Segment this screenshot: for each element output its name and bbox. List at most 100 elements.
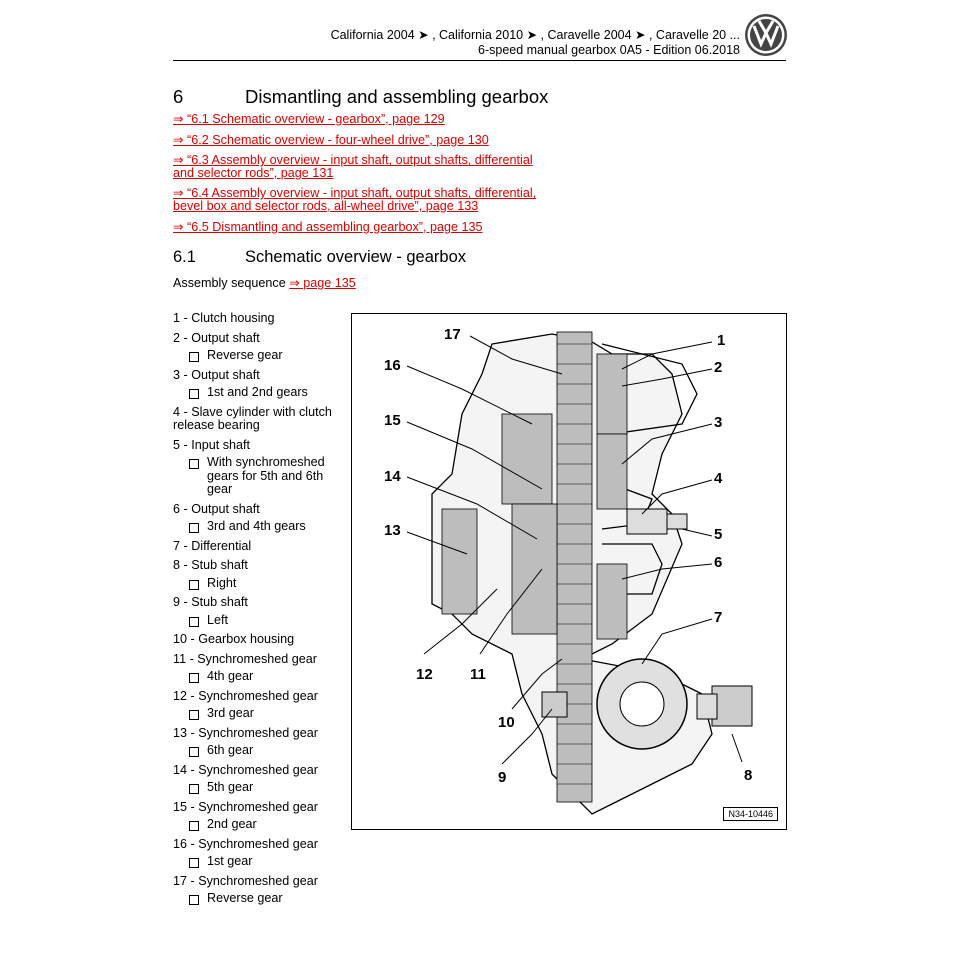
legend-item: 4 - Slave cylinder with clutch release b… xyxy=(173,404,343,433)
figure-callout: 4 xyxy=(714,470,723,487)
link-assembly-overview[interactable]: ⇒ “6.3 Assembly overview - input shaft, … xyxy=(173,153,533,180)
legend-subitem-text: 3rd and 4th gears xyxy=(207,519,306,533)
checkbox-bullet-icon xyxy=(189,459,199,469)
legend-item: 16 - Synchromeshed gear 1st gear xyxy=(173,836,343,869)
figure-callout: 17 xyxy=(444,326,461,343)
page-header: California 2004 ➤ , California 2010 ➤ , … xyxy=(331,28,740,58)
figure-callout: 15 xyxy=(384,412,401,429)
figure-callout: 14 xyxy=(384,468,401,485)
figure-callout: 6 xyxy=(714,554,723,571)
figure-callout: 13 xyxy=(384,522,401,539)
link-assembly-overview-awd[interactable]: ⇒ “6.4 Assembly overview - input shaft, … xyxy=(173,186,537,213)
link-list: ⇒ “6.1 Schematic overview - gearbox”, pa… xyxy=(173,113,553,241)
legend-item: 14 - Synchromeshed gear 5th gear xyxy=(173,762,343,795)
legend-subitem: 4th gear xyxy=(187,669,343,684)
section-title: Dismantling and assembling gearbox xyxy=(245,86,549,107)
legend-item-text: 5 - Input shaft xyxy=(173,437,251,452)
legend-subitem-text: 1st gear xyxy=(207,854,253,868)
header-subtitle: 6-speed manual gearbox 0A5 - Edition 06.… xyxy=(478,43,740,57)
checkbox-bullet-icon xyxy=(189,616,199,627)
legend-subitem-text: 6th gear xyxy=(207,743,254,757)
legend-subitem: Reverse gear xyxy=(187,348,343,363)
figure-callout: 2 xyxy=(714,359,723,376)
legend-subitem-text: Reverse gear xyxy=(207,891,283,905)
figure-callout: 11 xyxy=(470,666,486,683)
legend-item: 7 - Differential xyxy=(173,539,343,554)
checkbox-bullet-icon xyxy=(189,352,199,362)
checkbox-bullet-icon xyxy=(189,784,199,794)
legend-item: 10 - Gearbox housing xyxy=(173,632,343,647)
legend-item-text: 11 - Synchromeshed gear xyxy=(173,651,317,666)
subsection-heading: 6.1 Schematic overview - gearbox xyxy=(173,248,466,267)
legend-item-text: 10 - Gearbox housing xyxy=(173,632,295,646)
gearbox-drawing xyxy=(406,331,753,815)
legend-item: 11 - Synchromeshed gear 4th gear xyxy=(173,651,343,684)
legend-subitem-text: Right xyxy=(207,575,237,590)
checkbox-bullet-icon xyxy=(189,821,199,831)
legend-item: 3 - Output shaft 1st and 2nd gears xyxy=(173,367,343,400)
subsection-number: 6.1 xyxy=(173,248,196,266)
legend-subitem: 5th gear xyxy=(187,780,343,795)
legend-item: 6 - Output shaft 3rd and 4th gears xyxy=(173,501,343,534)
legend-item-text: 16 - Synchromeshed gear xyxy=(173,836,318,851)
legend-subitem: 3rd gear xyxy=(187,706,343,721)
assembly-link[interactable]: ⇒ page 135 xyxy=(289,276,356,290)
figure-callout: 1 xyxy=(717,332,726,349)
checkbox-bullet-icon xyxy=(189,858,199,868)
figure-callout: 9 xyxy=(498,769,507,786)
legend-item-text: 13 - Synchromeshed gear xyxy=(173,725,318,740)
checkbox-bullet-icon xyxy=(189,747,199,757)
link-dismantling[interactable]: ⇒ “6.5 Dismantling and assembling gearbo… xyxy=(173,219,483,234)
legend-item-text: 4 - Slave cylinder with clutch release b… xyxy=(173,404,332,432)
checkbox-bullet-icon xyxy=(189,579,199,590)
section-heading: 6 Dismantling and assembling gearbox xyxy=(173,86,548,108)
legend-item-text: 14 - Synchromeshed gear xyxy=(173,762,318,777)
checkbox-bullet-icon xyxy=(189,710,199,720)
legend-subitem-text: 4th gear xyxy=(207,669,254,683)
legend-item-text: 12 - Synchromeshed gear xyxy=(173,688,318,703)
figure-id: N34-10446 xyxy=(723,807,778,821)
figure-callout: 7 xyxy=(714,609,723,626)
figure-callout: 16 xyxy=(384,357,401,374)
legend-subitem: 1st gear xyxy=(187,854,343,869)
legend-item-text: 6 - Output shaft xyxy=(173,501,260,516)
legend-item: 1 - Clutch housing xyxy=(173,311,343,326)
legend-subitem: Reverse gear xyxy=(187,891,343,906)
legend-item-text: 2 - Output shaft xyxy=(173,330,260,345)
subsection-title: Schematic overview - gearbox xyxy=(245,248,467,266)
checkbox-bullet-icon xyxy=(189,389,199,399)
header-models: California 2004 ➤ , California 2010 ➤ , … xyxy=(330,28,740,42)
legend-subitem-text: 2nd gear xyxy=(207,817,257,831)
checkbox-bullet-icon xyxy=(189,673,199,683)
legend-subitem-text: Reverse gear xyxy=(207,348,283,362)
legend-item-text: 3 - Output shaft xyxy=(173,367,260,382)
legend-subitem: With synchromeshed gears for 5th and 6th… xyxy=(187,455,343,497)
legend-item-text: 15 - Synchromeshed gear xyxy=(173,799,318,814)
legend-subitem-text: With synchromeshed gears for 5th and 6th… xyxy=(207,455,325,496)
legend-subitem-text: 1st and 2nd gears xyxy=(207,385,308,399)
vw-logo xyxy=(745,14,787,56)
checkbox-bullet-icon xyxy=(189,895,199,905)
legend-item-text: 8 - Stub shaft xyxy=(173,558,248,572)
legend-subitem-text: 5th gear xyxy=(207,780,254,794)
legend-subitem: 2nd gear xyxy=(187,817,343,832)
assembly-label: Assembly sequence xyxy=(173,276,286,290)
assembly-sequence: Assembly sequence ⇒ page 135 xyxy=(173,275,356,290)
legend-subitem-text: Left xyxy=(207,612,229,627)
legend-subitem: Left xyxy=(187,612,343,628)
section-number: 6 xyxy=(173,86,184,107)
figure-callout: 12 xyxy=(416,666,433,683)
figure-callout: 10 xyxy=(498,714,515,731)
link-schematic-four-wheel[interactable]: ⇒ “6.2 Schematic overview - four-wheel d… xyxy=(173,132,489,147)
header-rule xyxy=(173,60,786,61)
legend-item: 12 - Synchromeshed gear 3rd gear xyxy=(173,688,343,721)
legend-subitem: 3rd and 4th gears xyxy=(187,519,343,534)
legend-item: 15 - Synchromeshed gear 2nd gear xyxy=(173,799,343,832)
link-schematic-gearbox[interactable]: ⇒ “6.1 Schematic overview - gearbox”, pa… xyxy=(173,112,445,126)
